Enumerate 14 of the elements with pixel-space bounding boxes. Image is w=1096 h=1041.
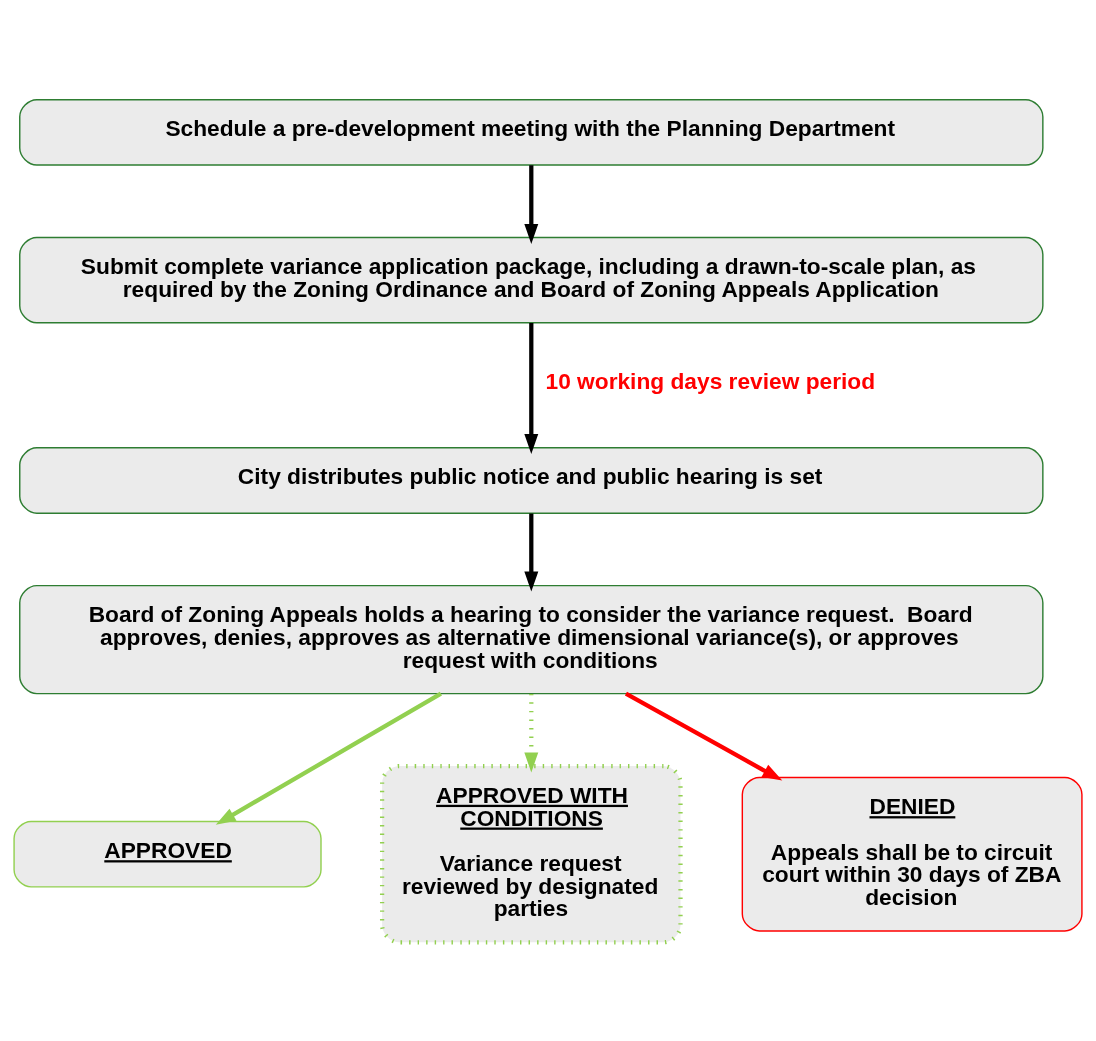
node-box: Board of Zoning Appeals holds a hearing to consider the variance request. Board approves, denies, approves as alternative dimensional variance(s), or approves request with conditions [19, 584, 1044, 694]
arrow [624, 691, 783, 781]
node-box: DENIED Appeals shall be to circuit court within 30 days of ZBA decision [741, 776, 1083, 932]
arrow [524, 513, 539, 592]
arrow [215, 691, 442, 825]
node-box: Schedule a pre-development meeting with the Planning Department [19, 98, 1044, 166]
node-box: APPROVED WITH CONDITIONS Variance request reviewed by designated parties [379, 763, 683, 944]
node-box: APPROVED [13, 820, 322, 888]
arrow [524, 322, 539, 454]
edge-label: 10 working days review period [545, 367, 876, 394]
arrow [524, 164, 539, 244]
node-box: City distributes public notice and public hearing is set [19, 446, 1044, 514]
node-box: Submit complete variance application package, including a drawn-to-scale plan, as required by the Zoning Ordinance and Board of Zoning Appeals Application [19, 236, 1044, 323]
arrow [524, 693, 539, 772]
